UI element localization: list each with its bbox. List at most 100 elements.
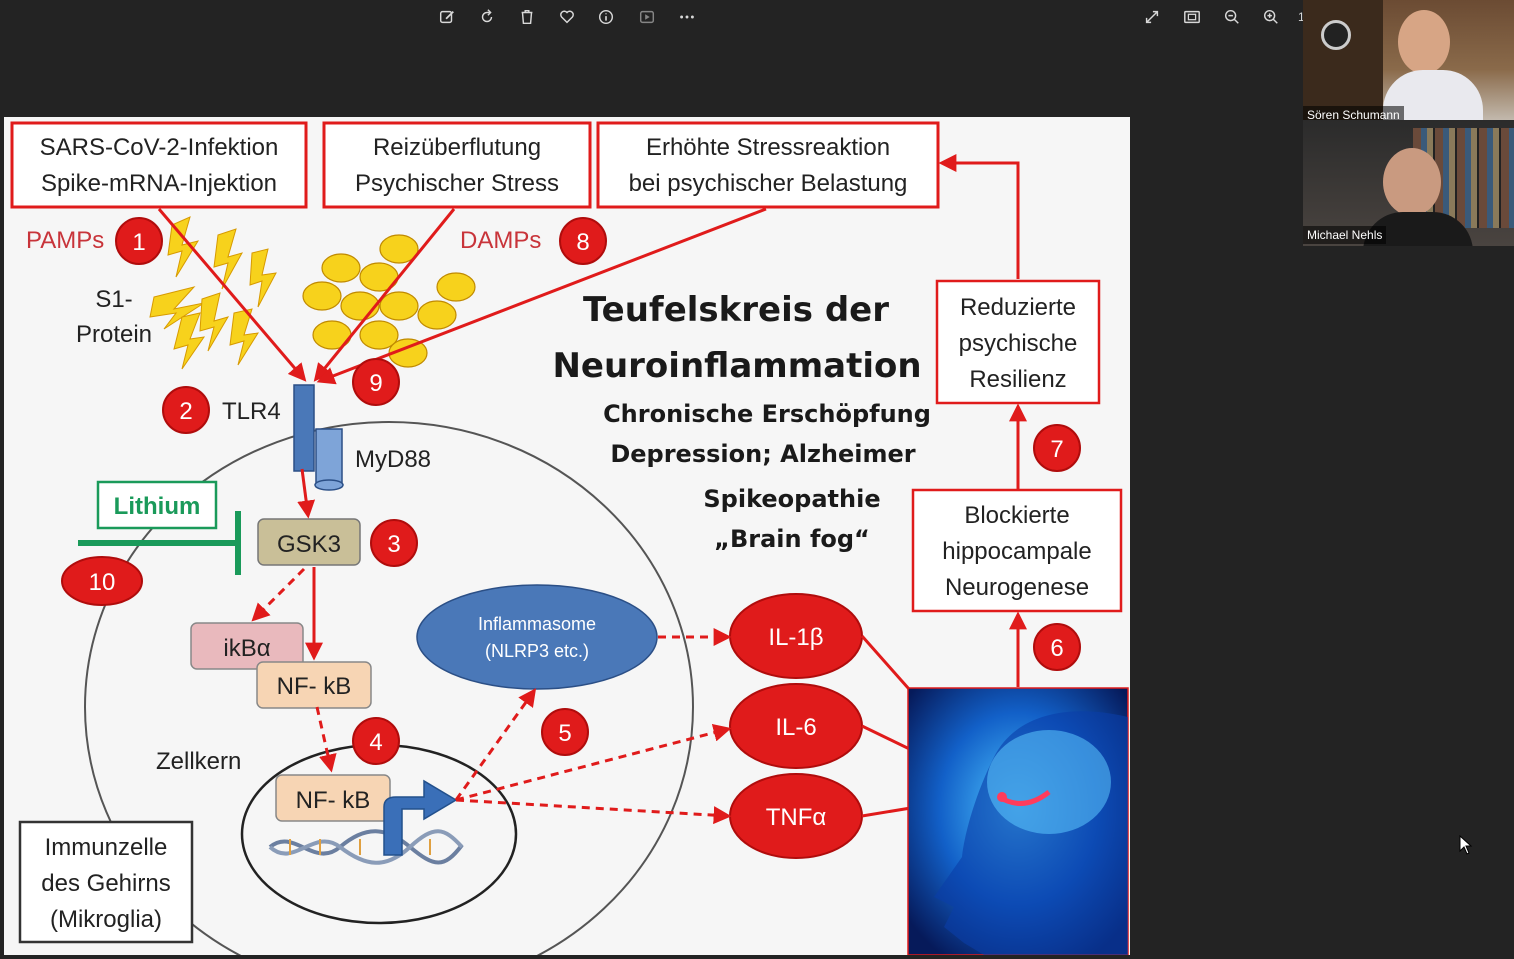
s1-protein-line2: Protein: [76, 321, 152, 348]
svg-text:2: 2: [179, 398, 192, 425]
il6-label: IL-6: [775, 714, 816, 741]
gsk3-label: GSK3: [277, 531, 341, 558]
rotate-icon[interactable]: [476, 6, 498, 28]
step-marker-6: 6: [1033, 623, 1081, 671]
subtitle-line1: Chronische Erschöpfung: [603, 400, 931, 428]
arrows-to-tlr4: [157, 207, 767, 385]
box-resilience: Reduzierte psychische Resilienz: [935, 279, 1101, 405]
fullscreen-icon[interactable]: [1141, 6, 1163, 28]
info-icon[interactable]: [595, 6, 617, 28]
transcription-arrow-icon: [383, 779, 458, 856]
toolbar-edge-text: 1: [1298, 10, 1305, 24]
box-resilience-line1: Reduzierte: [960, 294, 1076, 321]
step-marker-2: 2: [162, 386, 210, 434]
box-infection-line1: SARS-CoV-2-Infektion: [40, 134, 279, 161]
box-neurogenesis-line3: Neurogenese: [945, 574, 1089, 601]
zoom-out-icon[interactable]: [1221, 6, 1243, 28]
dna-helix-icon: [268, 829, 464, 865]
box-microglia-line3: (Mikroglia): [50, 906, 162, 933]
step-markers: 1 2 3 4 5 6 7 8 9 10: [61, 217, 1081, 765]
delete-icon[interactable]: [516, 6, 538, 28]
svg-text:7: 7: [1050, 436, 1063, 463]
participant-video-2[interactable]: Michael Nehls: [1303, 120, 1514, 246]
svg-text:10: 10: [89, 569, 116, 596]
more-icon[interactable]: [676, 6, 698, 28]
box-stress-reaction: Erhöhte Stressreaktion bei psychischer B…: [596, 121, 940, 209]
il1b-label: IL-1β: [768, 624, 823, 651]
brain-image: [907, 687, 1129, 955]
participant-name: Michael Nehls: [1303, 226, 1387, 244]
edit-icon[interactable]: [436, 6, 458, 28]
inflammasome-line1: Inflammasome: [478, 614, 596, 634]
step-marker-8: 8: [559, 217, 607, 265]
box-stress-line2: Psychischer Stress: [355, 170, 559, 197]
tlr4-label: TLR4: [222, 398, 281, 425]
box-microglia-line1: Immunzelle: [45, 834, 168, 861]
svg-text:8: 8: [576, 229, 589, 256]
svg-text:4: 4: [369, 729, 382, 756]
svg-text:3: 3: [387, 531, 400, 558]
tnfa-label: TNFα: [766, 804, 827, 831]
box-reaction-line1: Erhöhte Stressreaktion: [646, 134, 890, 161]
subtitle-line2: Depression; Alzheimer: [610, 440, 915, 468]
cell-outline: [84, 421, 694, 955]
nfkb-nucleus-label: NF- kB: [296, 787, 371, 814]
svg-text:5: 5: [558, 720, 571, 747]
step-marker-5: 5: [541, 708, 589, 756]
neuroinflammation-diagram: SARS-CoV-2-Infektion Spike-mRNA-Injektio…: [10, 121, 1129, 955]
heart-icon[interactable]: [556, 6, 578, 28]
slide-title-line2: Neuroinflammation: [552, 346, 921, 386]
slide-title-line1: Teufelskreis der: [583, 290, 889, 330]
cytokine-tnfa: TNFα: [729, 773, 863, 859]
dashed-arrows: [251, 567, 732, 825]
svg-text:6: 6: [1050, 635, 1063, 662]
tlr4-receptor: [293, 384, 344, 491]
presentation-slide: SARS-CoV-2-Infektion Spike-mRNA-Injektio…: [4, 117, 1130, 955]
nfkb-cyto-label: NF- kB: [277, 673, 352, 700]
step-marker-10: 10: [61, 556, 143, 606]
damps-particles: [302, 234, 476, 368]
subtitle-line3: Spikeopathie: [703, 485, 880, 513]
inflammasome-ellipse: [416, 584, 658, 690]
mouse-cursor-icon: [1459, 835, 1473, 855]
box-neurogenesis: Blockierte hippocampale Neurogenese: [911, 488, 1123, 613]
step-marker-7: 7: [1033, 424, 1081, 472]
gsk3-box: [257, 518, 361, 566]
pamps-label: PAMPs: [26, 227, 104, 254]
box-microglia-line2: des Gehirns: [41, 870, 170, 897]
nfkb-cyto-box: [256, 661, 372, 709]
box-neurogenesis-line1: Blockierte: [964, 502, 1069, 529]
participant-face: [1398, 10, 1450, 74]
participant-video-1[interactable]: Sören Schumann: [1303, 0, 1514, 126]
zellkern-label: Zellkern: [156, 748, 241, 775]
myd88-label: MyD88: [355, 446, 431, 473]
inflammasome-line2: (NLRP3 etc.): [485, 641, 589, 661]
box-stress-line1: Reizüberflutung: [373, 134, 541, 161]
box-infection: SARS-CoV-2-Infektion Spike-mRNA-Injektio…: [10, 121, 308, 209]
cytokine-il1b: IL-1β: [729, 593, 863, 679]
step-marker-4: 4: [352, 717, 400, 765]
svg-text:9: 9: [369, 370, 382, 397]
cytokine-il6: IL-6: [729, 683, 863, 769]
lithium-label: Lithium: [114, 493, 201, 520]
box-stress: Reizüberflutung Psychischer Stress: [322, 121, 592, 209]
zoom-in-icon[interactable]: [1260, 6, 1282, 28]
box-infection-line2: Spike-mRNA-Injektion: [41, 170, 277, 197]
svg-text:1: 1: [132, 229, 145, 256]
s1-protein-line1: S1-: [95, 286, 132, 313]
box-reaction-line2: bei psychischer Belastung: [629, 170, 908, 197]
step-marker-9: 9: [352, 358, 400, 406]
microphone-icon: [1321, 20, 1351, 50]
spike-lightning-group: [149, 216, 277, 370]
box-resilience-line2: psychische: [959, 330, 1078, 357]
step-marker-1: 1: [115, 217, 163, 265]
box-microglia: Immunzelle des Gehirns (Mikroglia): [18, 820, 194, 944]
fit-screen-icon[interactable]: [1181, 6, 1203, 28]
participant-face: [1383, 148, 1441, 216]
ikba-box: [190, 622, 304, 670]
slideshow-icon[interactable]: [636, 6, 658, 28]
subtitle-line4: „Brain fog“: [714, 525, 870, 553]
lithium-box: [96, 480, 218, 530]
participant-name: Sören Schumann: [1303, 106, 1404, 124]
box-resilience-line3: Resilienz: [969, 366, 1066, 393]
